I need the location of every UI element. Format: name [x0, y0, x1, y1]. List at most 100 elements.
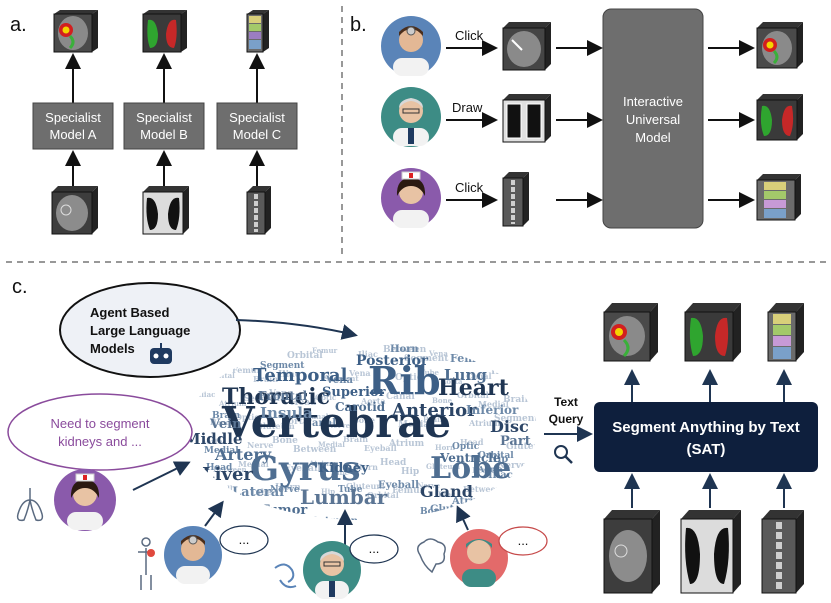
wordcloud-bg-word: Gluteum [506, 442, 550, 452]
wordcloud-bg-word: Aorta [200, 437, 223, 446]
wordcloud-bg-word: Femur [312, 346, 338, 355]
action-label-draw: Draw [452, 100, 483, 115]
wordcloud-bg-word: Tube [500, 348, 525, 358]
wordcloud-bg-word: Canal [466, 371, 492, 381]
wordcloud-word: Heart [438, 375, 510, 401]
result-cube-brain-a [53, 10, 98, 53]
wordcloud-word-small: Segment [260, 361, 305, 371]
model-a-label-1: Specialist [45, 110, 101, 125]
wordcloud-word: Insula [260, 404, 313, 422]
wordcloud-word-small: Between [310, 516, 359, 527]
speech-ellipsis-3: ... [518, 533, 529, 548]
wordcloud-bg-word: Nerve [327, 421, 351, 430]
interactive-model-label-2: Universal [626, 112, 680, 127]
agent-bubble-line-2: Large Language [90, 323, 190, 338]
wordcloud-bg-word: Femur [392, 486, 425, 496]
wordcloud-bg-word: Segment [244, 393, 284, 403]
wordcloud-bg-word: Nerve [417, 481, 441, 490]
wordcloud-word-small: Brain [212, 411, 241, 421]
wordcloud-bg-word: Tube [330, 468, 350, 477]
wordcloud-bg-word: Optic [315, 393, 336, 402]
wordcloud-word-small: Head [206, 463, 233, 473]
wordcloud-bg-word: Femur [232, 365, 262, 375]
prompt-cube-spine-click [502, 172, 529, 227]
wordcloud-bg-word: Hip [241, 346, 258, 356]
wordcloud-word-small: Eyeball [378, 480, 419, 491]
body-pain-icon [138, 537, 155, 590]
wordcloud-word-small: Tube [338, 485, 363, 495]
wordcloud-bg-word: Segment [324, 374, 359, 383]
wordcloud-bg-word: Vena [268, 389, 293, 399]
wordcloud-word: Lobe [430, 451, 511, 486]
wordcloud-bg-word: Iliac [358, 349, 378, 359]
wordcloud-bg-word: Horn [435, 443, 455, 452]
wordcloud-bg-word: Gluteum [346, 481, 385, 491]
surgeon-avatar [450, 529, 508, 587]
wordcloud-word: Middle [184, 430, 243, 448]
wordcloud-bg-word: Bone [352, 415, 375, 425]
wordcloud-word: Kidney [318, 461, 369, 476]
doctor-avatar-c2 [303, 541, 361, 599]
wordcloud-word-small: Medial [204, 446, 239, 456]
wordcloud-bg-word: Hip [321, 487, 335, 496]
arrow-agent-to-wordcloud [235, 319, 358, 340]
wordcloud-bg-word: Aorta [440, 377, 463, 386]
input-cube-spine-c [246, 186, 271, 235]
wordcloud-bg-word: Tube [250, 487, 272, 497]
nurse-avatar [381, 168, 441, 228]
wordcloud-bg-word: Segment [404, 354, 449, 364]
wordcloud-bg-word: Medial [398, 420, 433, 430]
wordcloud-bg-word: Femur [472, 465, 502, 475]
text-query-label-2: Query [549, 412, 584, 426]
wordcloud-bg-word: Between [213, 465, 247, 474]
wordcloud-word: Anterior [391, 400, 477, 421]
wordcloud-word: Inferior [466, 403, 519, 417]
wordcloud-word-small: Hip [488, 454, 508, 465]
wordcloud-bg-word: Bone [272, 436, 298, 446]
agent-bubble-line-3: Models [90, 341, 135, 356]
wordcloud-word: Tumor [260, 503, 307, 518]
user-bubble-line-1: Need to segment [50, 416, 149, 431]
wordcloud-bg-word: Iliac [438, 490, 455, 499]
interactive-universal-model: Interactive Universal Model [602, 8, 704, 229]
wordcloud-bg-word: Gluteum [256, 421, 295, 431]
wordcloud-bg-word: Atrium [308, 459, 337, 468]
brain-icon [417, 538, 446, 574]
interactive-model-label-3: Model [635, 130, 671, 145]
panel-label-c: c. [12, 276, 28, 298]
wordcloud-bg-word: Orbital [207, 371, 235, 380]
wordcloud-bg-word: Bone [512, 376, 538, 386]
speech-bubble-3: ... [498, 526, 548, 556]
sat-input-spine [761, 510, 804, 594]
wordcloud-bg-word: Horn [275, 483, 301, 493]
action-label-click-2: Click [455, 180, 484, 195]
sat-output-chest [684, 303, 741, 362]
wordcloud-word: Posterior [356, 353, 429, 369]
wordcloud-bg-word: Atrium [218, 399, 247, 408]
sat-output-brain [603, 303, 658, 362]
robot-icon [150, 343, 172, 364]
user-request-bubble: Need to segment kidneys and ... [7, 393, 193, 471]
specialist-model-a: Specialist Model A [32, 102, 114, 150]
wordcloud-bg-word: Aorta [360, 396, 386, 406]
wordcloud-bg-word: Orbital [287, 351, 323, 361]
doctor-avatar-c1 [164, 526, 222, 584]
wordcloud-word: Temporal [253, 365, 348, 386]
joint-icon [274, 563, 297, 589]
wordcloud-word: Disc [490, 417, 529, 436]
specialist-model-c: Specialist Model C [216, 102, 298, 150]
wordcloud-bg-word: Head [210, 418, 231, 427]
wordcloud-word-small: Vena [325, 375, 353, 386]
wordcloud-bg-word: Iliac [198, 390, 215, 399]
wordcloud-word: Lateral [232, 485, 284, 500]
wordcloud-bg-word: Aorta [280, 417, 309, 427]
speech-bubble-1: ... [219, 525, 269, 555]
sat-title: Segment Anything by Text [612, 419, 800, 436]
wordcloud-bg-word: Canal [306, 412, 329, 421]
wordcloud-bg-word: Between [383, 345, 427, 355]
sat-input-brain [603, 510, 660, 594]
speech-bubble-2: ... [349, 534, 399, 564]
wordcloud-bg-word: Head [380, 458, 407, 468]
